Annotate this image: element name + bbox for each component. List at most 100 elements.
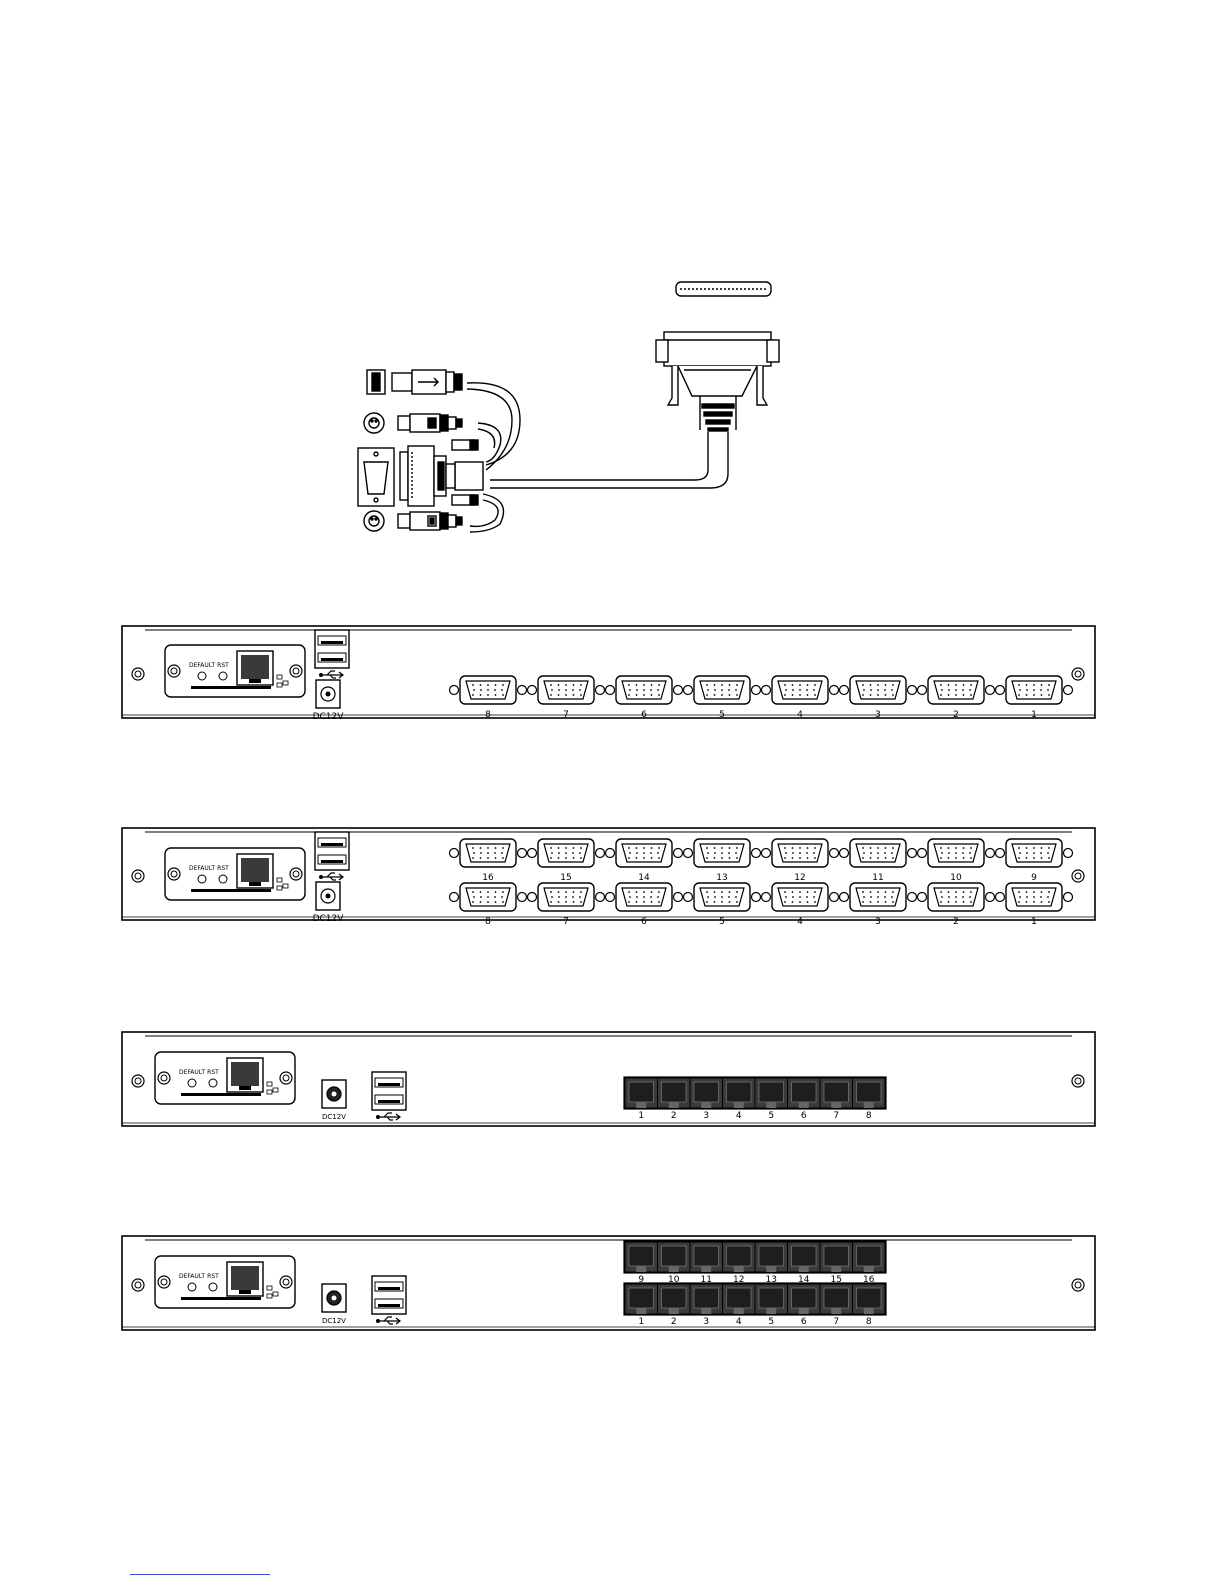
vga-pin (940, 857, 942, 859)
vga-screw (606, 686, 615, 695)
vga-pin (877, 694, 879, 696)
vga-pin (558, 694, 560, 696)
vga-pin (963, 694, 965, 696)
vga-pin (862, 857, 864, 859)
vga-pin (651, 684, 653, 686)
vga-pin (657, 852, 659, 854)
vga-pin (792, 852, 794, 854)
vga-pin (565, 896, 567, 898)
port-number-label: 15 (560, 873, 571, 883)
vga-pin (658, 684, 660, 686)
vga-screw (596, 686, 605, 695)
vga-pin (580, 694, 582, 696)
vga-pin (970, 684, 972, 686)
screw-icon (290, 665, 302, 677)
vga-pin (1026, 694, 1028, 696)
rj45-tab (669, 1266, 679, 1272)
vga-pin (963, 847, 965, 849)
cable-breakout-block (455, 462, 483, 490)
vga-pin (628, 847, 630, 849)
vga-pin (806, 852, 808, 854)
vga-pin (650, 852, 652, 854)
port-number-label: 10 (950, 873, 962, 883)
vga-pin (729, 901, 731, 903)
vga-pin (1033, 689, 1035, 691)
ps2-plug-lower (398, 512, 462, 530)
screw-icon (1072, 668, 1084, 680)
vga-pin (714, 847, 716, 849)
vga-pin (657, 689, 659, 691)
vga-pin (877, 684, 879, 686)
vga-pin (580, 847, 582, 849)
rj45-opening (629, 1246, 654, 1266)
vga-pin (472, 847, 474, 849)
vga-pin (862, 684, 864, 686)
rj45-tab (636, 1102, 646, 1108)
rj45-opening (857, 1288, 882, 1308)
port-number-label: 8 (866, 1317, 872, 1327)
vga-pin (628, 684, 630, 686)
vga-pin (941, 852, 943, 854)
rj45-tab (701, 1266, 711, 1272)
vga-pin (970, 901, 972, 903)
usb-port-host (367, 370, 385, 394)
vga-screw (918, 686, 927, 695)
rst-button-label: RST (217, 662, 229, 669)
vga-pin (955, 684, 957, 686)
vga-pin (1033, 684, 1035, 686)
vga-pin (807, 891, 809, 893)
vga-pin (487, 684, 489, 686)
rst-button (209, 1283, 217, 1291)
vga-pin (721, 847, 723, 849)
default-button (188, 1079, 196, 1087)
vga-pin (658, 891, 660, 893)
screw-icon (168, 665, 180, 677)
port-number-label: 16 (482, 873, 494, 883)
vga-pin (480, 901, 482, 903)
port-number-label: 3 (875, 710, 881, 720)
vga-pin (948, 684, 950, 686)
port-number-label: 7 (563, 917, 569, 927)
vga-screw (996, 893, 1005, 902)
vga-pin (1019, 852, 1021, 854)
vga-pin (721, 684, 723, 686)
db-connector-plug (490, 332, 779, 488)
vga-pin (940, 694, 942, 696)
vga-pin (580, 857, 582, 859)
vga-pin (643, 847, 645, 849)
vga-pin (885, 901, 887, 903)
vga-pin (706, 847, 708, 849)
vga-screw (674, 686, 683, 695)
vga-pin (948, 901, 950, 903)
vga-pin (962, 852, 964, 854)
vga-pin (495, 847, 497, 849)
vga-pin (651, 847, 653, 849)
default-button (198, 875, 206, 883)
vga-pin (799, 896, 801, 898)
vga-pin (784, 694, 786, 696)
vga-pin (728, 689, 730, 691)
port-number-label: 11 (872, 873, 883, 883)
vga-pin (1048, 684, 1050, 686)
rst-button-label: RST (207, 1069, 219, 1076)
vga-screw (450, 893, 459, 902)
port-number-label: 4 (797, 917, 803, 927)
vga-pin (651, 857, 653, 859)
vga-pin (472, 857, 474, 859)
default-button-label: DEFAULT (179, 1069, 205, 1076)
vga-pin (892, 847, 894, 849)
vga-pin (963, 684, 965, 686)
vga-pin (580, 891, 582, 893)
vga-pin (814, 901, 816, 903)
lan-port (227, 1262, 263, 1296)
vga-pin (785, 689, 787, 691)
vga-pin (636, 901, 638, 903)
vga-pin (502, 901, 504, 903)
vga-pin (636, 847, 638, 849)
panel-8-rj45: DEFAULTRSTDC12V12345678 (122, 1032, 1095, 1126)
vga-screw (752, 893, 761, 902)
port-number-label: 5 (768, 1317, 774, 1327)
rj45-opening (759, 1246, 784, 1266)
